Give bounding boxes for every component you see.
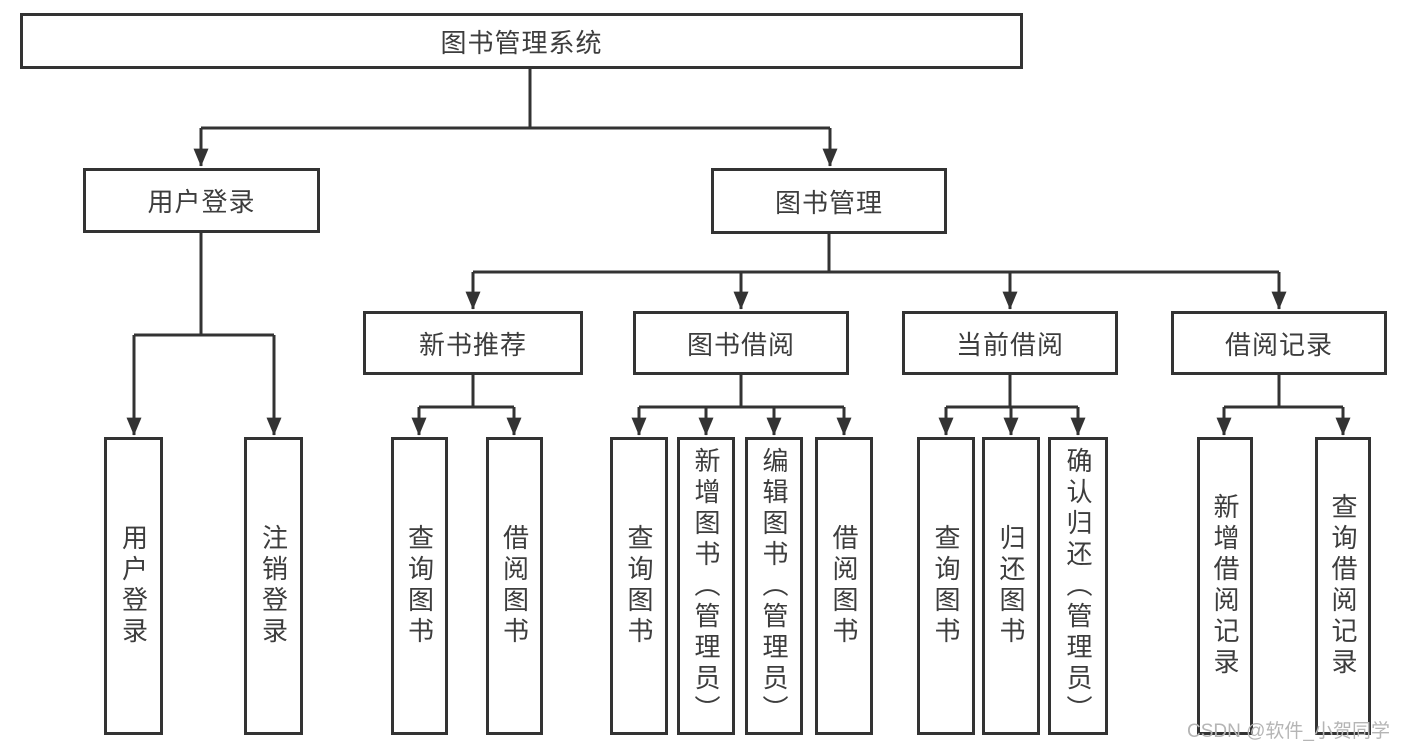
connector-current-borrow bbox=[938, 375, 1086, 436]
node-label: 归还图书 bbox=[996, 524, 1026, 648]
connector-borrow-records bbox=[1216, 375, 1351, 436]
node-current-borrow: 当前借阅 bbox=[902, 311, 1118, 375]
node-label: 新增借阅记录 bbox=[1210, 493, 1240, 679]
leaf-borrow-books-borrow: 借阅图书 bbox=[815, 437, 873, 735]
node-label: 查询图书 bbox=[931, 524, 961, 648]
node-label: 当前借阅 bbox=[955, 329, 1064, 360]
node-label: 查询图书 bbox=[624, 524, 654, 648]
node-label: 借阅图书 bbox=[499, 524, 530, 648]
leaf-user-login: 用户登录 bbox=[104, 437, 163, 735]
leaf-query-books-current: 查询图书 bbox=[917, 437, 975, 735]
node-label: 确认归还（管理员） bbox=[1063, 446, 1093, 726]
watermark-text: CSDN @软件_小贺同学 bbox=[1187, 721, 1390, 742]
connector-book-management bbox=[465, 234, 1287, 310]
connector-root bbox=[193, 69, 838, 167]
node-label: 图书管理系统 bbox=[440, 27, 603, 58]
leaf-add-borrow-record: 新增借阅记录 bbox=[1197, 437, 1253, 735]
node-library-management-system: 图书管理系统 bbox=[20, 13, 1023, 69]
node-borrow-records: 借阅记录 bbox=[1171, 311, 1387, 375]
leaf-add-book-admin: 新增图书（管理员） bbox=[677, 437, 735, 735]
node-book-management: 图书管理 bbox=[711, 168, 947, 234]
node-label: 编辑图书（管理员） bbox=[759, 446, 789, 726]
leaf-logout: 注销登录 bbox=[244, 437, 303, 735]
node-label: 图书借阅 bbox=[686, 329, 795, 360]
node-label: 借阅图书 bbox=[829, 524, 859, 648]
leaf-borrow-books-recommend: 借阅图书 bbox=[486, 437, 543, 735]
connector-book-borrow bbox=[631, 375, 852, 436]
node-label: 图书管理 bbox=[774, 187, 883, 218]
node-label: 借阅记录 bbox=[1224, 329, 1333, 360]
node-label: 用户登录 bbox=[147, 187, 256, 217]
node-label: 用户登录 bbox=[118, 524, 149, 648]
node-label: 查询借阅记录 bbox=[1328, 493, 1358, 679]
leaf-return-book: 归还图书 bbox=[982, 437, 1040, 735]
node-new-book-recommend: 新书推荐 bbox=[363, 311, 583, 375]
leaf-query-books-recommend: 查询图书 bbox=[391, 437, 448, 735]
node-book-borrow: 图书借阅 bbox=[633, 311, 849, 375]
leaf-edit-book-admin: 编辑图书（管理员） bbox=[745, 437, 803, 735]
node-label: 查询图书 bbox=[404, 524, 435, 648]
node-label: 新书推荐 bbox=[418, 329, 527, 360]
leaf-query-borrow-record: 查询借阅记录 bbox=[1315, 437, 1371, 735]
leaf-confirm-return-admin: 确认归还（管理员） bbox=[1048, 437, 1108, 735]
connector-user-login bbox=[126, 233, 282, 436]
node-label: 注销登录 bbox=[258, 524, 289, 648]
node-label: 新增图书（管理员） bbox=[691, 446, 721, 726]
node-user-login: 用户登录 bbox=[83, 168, 320, 233]
connector-new-book-recommend bbox=[411, 375, 522, 436]
leaf-query-books-borrow: 查询图书 bbox=[610, 437, 668, 735]
